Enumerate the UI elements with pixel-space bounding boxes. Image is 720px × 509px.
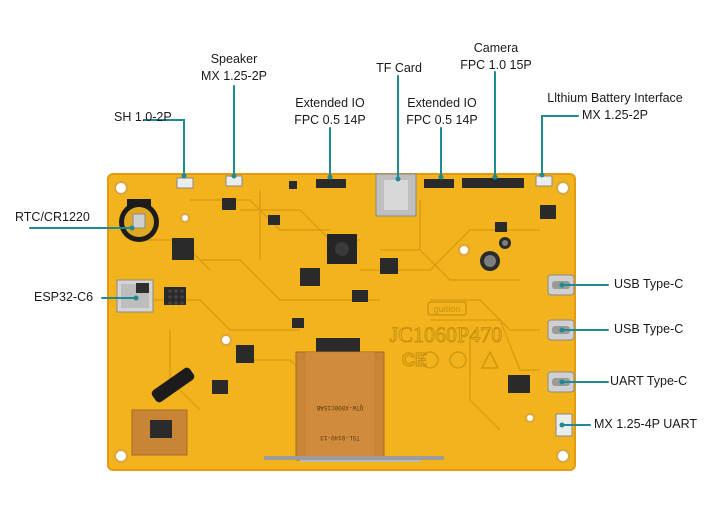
label-camera-line1: Camera bbox=[473, 41, 519, 55]
label-mx-uart-line1: MX 1.25-4P UART bbox=[594, 417, 698, 431]
label-esp32: ESP32-C6 bbox=[34, 289, 93, 306]
label-uart-c: UART Type-C bbox=[610, 373, 687, 390]
label-usb-c-2: USB Type-C bbox=[614, 321, 683, 338]
display-fpc bbox=[264, 338, 444, 462]
certification-marks bbox=[421, 350, 500, 369]
label-rtc: RTC/CR1220 bbox=[15, 209, 90, 226]
mounting-holes bbox=[114, 181, 570, 463]
label-uart-c-line1: UART Type-C bbox=[610, 374, 688, 388]
label-battery-line2: MX 1.25-2P bbox=[581, 108, 648, 122]
model-silkscreen: JC1060P470 bbox=[390, 322, 502, 347]
label-ext-io-2-line2: FPC 0.5 14P bbox=[406, 113, 478, 127]
top-connectors bbox=[176, 173, 553, 217]
line-battery bbox=[541, 115, 579, 175]
fpc-label: QTW-X800C15AB bbox=[316, 404, 363, 411]
fpc-label-2: TSL-0140-13 bbox=[320, 434, 360, 441]
label-battery: Llthium Battery Interface MX 1.25-2P bbox=[538, 90, 692, 124]
callout-dots bbox=[129, 172, 565, 428]
label-ext-io-1-line1: Extended IO bbox=[295, 96, 365, 110]
label-camera-line2: FPC 1.0 15P bbox=[460, 58, 532, 72]
foam-pad bbox=[151, 367, 195, 403]
label-sh-line1: SH 1.0-2P bbox=[114, 110, 172, 124]
label-tf-card: TF Card bbox=[368, 60, 430, 77]
label-sh: SH 1.0-2P bbox=[114, 109, 172, 126]
label-usb-c-2-line1: USB Type-C bbox=[614, 322, 684, 336]
label-ext-io-1-line2: FPC 0.5 14P bbox=[294, 113, 366, 127]
guition-logo: guition bbox=[434, 304, 461, 314]
label-usb-c-1: USB Type-C bbox=[614, 276, 683, 293]
label-usb-c-1-line1: USB Type-C bbox=[614, 277, 684, 291]
label-camera: Camera FPC 1.0 15P bbox=[452, 40, 540, 74]
label-battery-line1: Llthium Battery Interface bbox=[547, 91, 683, 105]
label-esp32-line1: ESP32-C6 bbox=[34, 290, 94, 304]
line-sh bbox=[143, 119, 185, 176]
label-tf-card-line1: TF Card bbox=[376, 61, 422, 75]
label-speaker-line1: Speaker bbox=[210, 52, 258, 66]
guition-logo-box bbox=[427, 301, 467, 316]
label-mx-uart: MX 1.25-4P UART bbox=[594, 416, 697, 433]
label-ext-io-2: Extended IO FPC 0.5 14P bbox=[396, 95, 488, 129]
label-speaker-line2: MX 1.25-2P bbox=[200, 69, 267, 83]
touch-fpc bbox=[131, 409, 188, 456]
capacitors bbox=[480, 237, 511, 271]
label-rtc-line1: RTC/CR1220 bbox=[15, 210, 90, 224]
ic-components bbox=[164, 198, 556, 394]
label-ext-io-2-line1: Extended IO bbox=[407, 96, 477, 110]
label-speaker: Speaker MX 1.25-2P bbox=[190, 51, 278, 85]
ce-mark: CE bbox=[402, 350, 427, 370]
label-ext-io-1: Extended IO FPC 0.5 14P bbox=[284, 95, 376, 129]
callout-lines bbox=[29, 71, 609, 426]
pcb-board bbox=[107, 173, 576, 471]
pin-headers bbox=[168, 289, 184, 305]
